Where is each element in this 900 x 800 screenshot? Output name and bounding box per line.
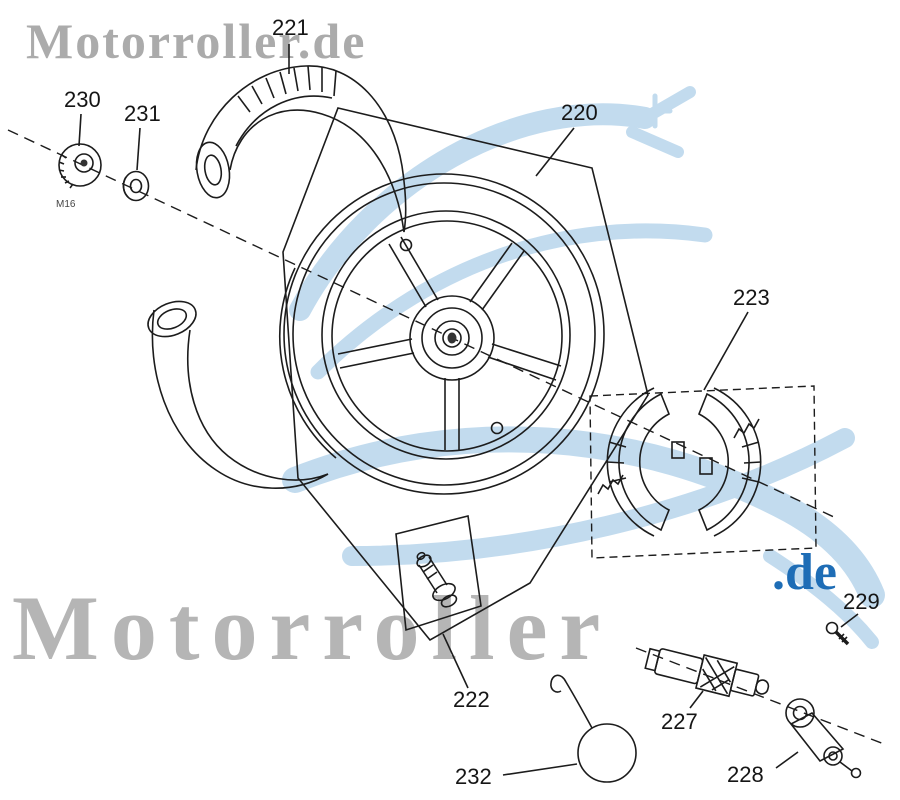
brake-shoes-drawing [589,385,817,559]
part-label-223: 223 [733,285,770,310]
axle-axis-line [635,647,885,745]
lower-duct-drawing [147,300,329,489]
leader-lines [78,44,859,776]
brake-arm-drawing [785,698,862,779]
leader-line-222 [442,633,469,689]
leader-line-228 [775,751,799,769]
part-label-220: 220 [561,100,598,125]
spring-pin-drawing [550,674,637,783]
hub-nut-drawing: M16 [56,143,102,210]
wheel-frame-outline [282,107,649,642]
part-label-228: 228 [727,762,764,787]
leader-line-227 [689,690,704,709]
brake-cam-drawing [644,647,770,698]
watermark-de-text: .de [772,544,837,601]
leader-line-232 [502,763,578,776]
part-label-227: 227 [661,709,698,734]
leader-line-220 [535,127,575,177]
nut-marking-text: M16 [56,199,76,210]
watermark-bottom-text: Motorroller [12,577,613,679]
wheel-drawing [278,173,605,495]
leader-line-231 [136,127,141,171]
valve-stem-drawing [395,515,482,632]
leader-line-229 [840,613,859,628]
leader-line-230 [78,113,82,147]
screw-drawing [825,621,850,646]
return-spring-icon [733,418,760,439]
part-label-222: 222 [453,687,490,712]
part-label-232: 232 [455,764,492,789]
fender-drawing [195,65,407,233]
part-label-230: 230 [64,87,101,112]
part-label-229: 229 [843,589,880,614]
part-label-231: 231 [124,101,161,126]
washer-drawing [122,170,150,202]
leader-line-223 [703,311,749,391]
sparkle-icon [637,93,673,129]
watermark-top-text: Motorroller.de [26,13,367,69]
part-label-221: 221 [272,15,309,40]
return-spring-icon [597,474,624,495]
